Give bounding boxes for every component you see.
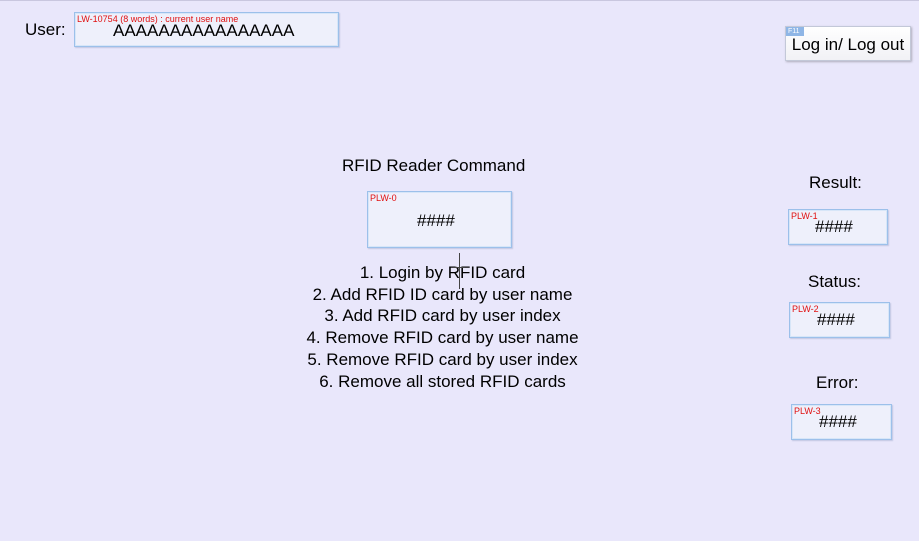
crosshair-cursor-icon-bar xyxy=(453,267,465,268)
status-label: Status: xyxy=(808,272,861,291)
command-option: 2. Add RFID ID card by user name xyxy=(312,284,573,304)
error-field[interactable]: PLW-3 #### xyxy=(791,404,892,440)
status-field[interactable]: PLW-2 #### xyxy=(789,302,890,338)
status-field-tag: PLW-2 xyxy=(792,304,819,314)
result-field[interactable]: PLW-1 #### xyxy=(788,209,888,245)
user-label: User: xyxy=(25,20,66,39)
rfid-command-field-tag: PLW-0 xyxy=(370,193,397,203)
login-logout-button-label: Log in/ Log out xyxy=(791,35,905,54)
command-option: 3. Add RFID card by user index xyxy=(324,306,561,326)
function-key-tag: F11 xyxy=(786,27,804,36)
command-option: 4. Remove RFID card by user name xyxy=(306,328,579,348)
command-option: 1. Login by RFID card xyxy=(359,263,526,282)
error-value: #### xyxy=(819,412,857,431)
user-field-tag: LW-10754 (8 words) : current user name xyxy=(77,14,239,24)
status-value: #### xyxy=(817,310,855,329)
rfid-command-value: #### xyxy=(417,211,455,230)
current-user-name-field[interactable]: LW-10754 (8 words) : current user name A… xyxy=(74,12,339,47)
result-label: Result: xyxy=(809,173,862,192)
command-option: 5. Remove RFID card by user index xyxy=(307,349,578,369)
error-field-tag: PLW-3 xyxy=(794,406,821,416)
top-border-line xyxy=(0,0,919,1)
rfid-command-field[interactable]: PLW-0 #### xyxy=(367,191,512,248)
result-field-tag: PLW-1 xyxy=(791,211,818,221)
command-option: 6. Remove all stored RFID cards xyxy=(319,371,566,391)
crosshair-cursor-icon xyxy=(459,253,460,289)
login-logout-button[interactable]: F11 Log in/ Log out xyxy=(785,26,911,61)
rfid-command-title: RFID Reader Command xyxy=(342,156,526,175)
result-value: #### xyxy=(815,217,853,236)
error-label: Error: xyxy=(816,373,859,392)
current-user-name-value: AAAAAAAAAAAAAAAA xyxy=(113,21,295,40)
rfid-command-options-list: 1. Login by RFID card 2. Add RFID ID car… xyxy=(250,262,635,392)
